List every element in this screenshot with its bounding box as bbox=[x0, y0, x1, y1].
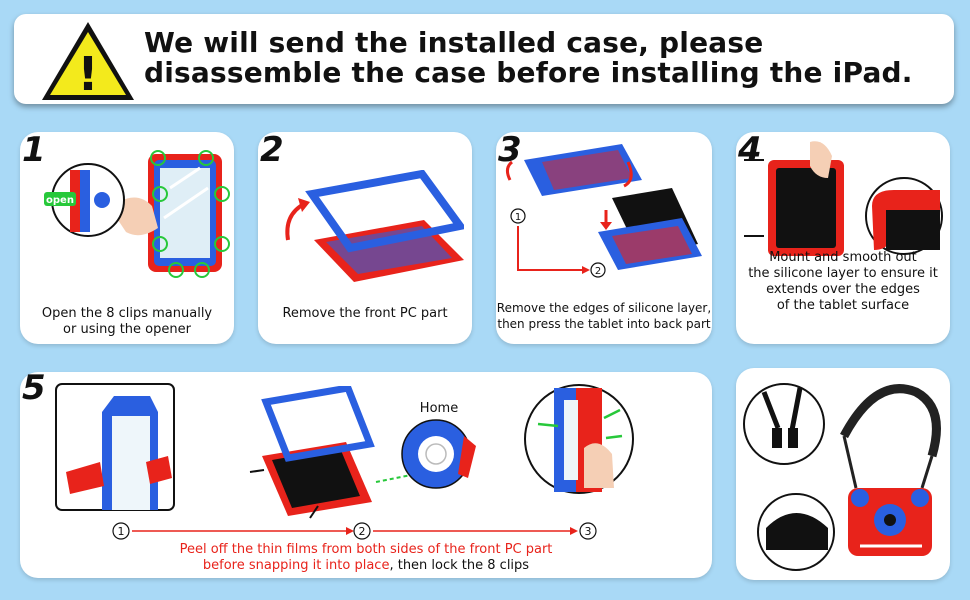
step-4-card: 4 Mount and smooth out the silicone laye… bbox=[736, 130, 950, 344]
step-3-card: 3 1 2 Remove the edges of silicone layer… bbox=[496, 130, 712, 344]
step-5-number: 5 bbox=[22, 368, 46, 408]
step-5-marker-2: 2 bbox=[359, 525, 366, 538]
step-2-card: 2 Remove the front PC part bbox=[258, 130, 472, 344]
step-3-caption: Remove the edges of silicone layer, then… bbox=[496, 300, 712, 332]
step-1-caption: Open the 8 clips manually or using the o… bbox=[20, 306, 234, 338]
warning-banner: ! We will send the installed case, pleas… bbox=[14, 14, 954, 104]
step-5-caption-line-1: Peel off the thin films from both sides … bbox=[179, 542, 553, 557]
open-badge: open bbox=[46, 195, 74, 206]
step-5-marker-1: 1 bbox=[118, 525, 125, 538]
step-3-illustration: 1 2 bbox=[505, 144, 702, 278]
banner-title: We will send the installed case, please … bbox=[144, 28, 913, 88]
strap-illustration bbox=[743, 383, 941, 571]
step-5-marker-3: 3 bbox=[585, 525, 592, 538]
step-1-illustration: open bbox=[44, 150, 230, 278]
warning-icon: ! bbox=[42, 22, 134, 101]
step-2-caption: Remove the front PC part bbox=[282, 306, 448, 321]
step-3-marker-2: 2 bbox=[595, 266, 601, 277]
banner-line-1: We will send the installed case, please bbox=[144, 26, 764, 59]
step-5-caption: Peel off the thin films from both sides … bbox=[20, 542, 712, 574]
step-5-caption-line-2: before snapping it into place, then lock… bbox=[20, 558, 712, 574]
step-1-card: 1 open Open the 8 clips manually or usin… bbox=[20, 130, 234, 344]
step-5-film-illustration bbox=[55, 383, 175, 511]
step-4-caption-line-3: extends over the edges bbox=[766, 282, 920, 297]
step-5-case-illustration: Home bbox=[249, 386, 476, 519]
banner-line-2: disassemble the case before installing t… bbox=[144, 56, 913, 89]
home-label: Home bbox=[420, 401, 458, 416]
step-3-number: 3 bbox=[498, 130, 522, 170]
step-5-caption-line-2-red: before snapping it into place bbox=[202, 558, 390, 573]
step-5-clips-illustration bbox=[524, 384, 634, 494]
step-3-caption-line-1: Remove the edges of silicone layer, bbox=[496, 301, 712, 315]
step-4-caption-line-2: the silicone layer to ensure it bbox=[748, 266, 938, 281]
step-4-illustration bbox=[744, 141, 943, 256]
step-3-caption-line-2: then press the tablet into back part bbox=[497, 317, 711, 331]
step-5-card: 5 Home 1 2 bbox=[20, 368, 712, 578]
step-2-number: 2 bbox=[260, 130, 284, 170]
step-1-caption-line-2: or using the opener bbox=[63, 322, 191, 337]
step-4-caption-line-1: Mount and smooth out bbox=[769, 250, 917, 265]
step-1-caption-line-1: Open the 8 clips manually bbox=[41, 306, 213, 321]
step-5-progress-line: 1 2 3 bbox=[112, 522, 597, 540]
warning-symbol: ! bbox=[78, 47, 99, 101]
step-4-caption: Mount and smooth out the silicone layer … bbox=[736, 250, 950, 314]
step-5-caption-line-2-black: , then lock the 8 clips bbox=[389, 558, 530, 573]
step-1-number: 1 bbox=[22, 130, 46, 170]
step-2-illustration bbox=[285, 170, 464, 282]
strap-card bbox=[736, 368, 950, 580]
step-3-marker-1: 1 bbox=[515, 212, 521, 223]
step-4-caption-line-4: of the tablet surface bbox=[776, 298, 910, 313]
